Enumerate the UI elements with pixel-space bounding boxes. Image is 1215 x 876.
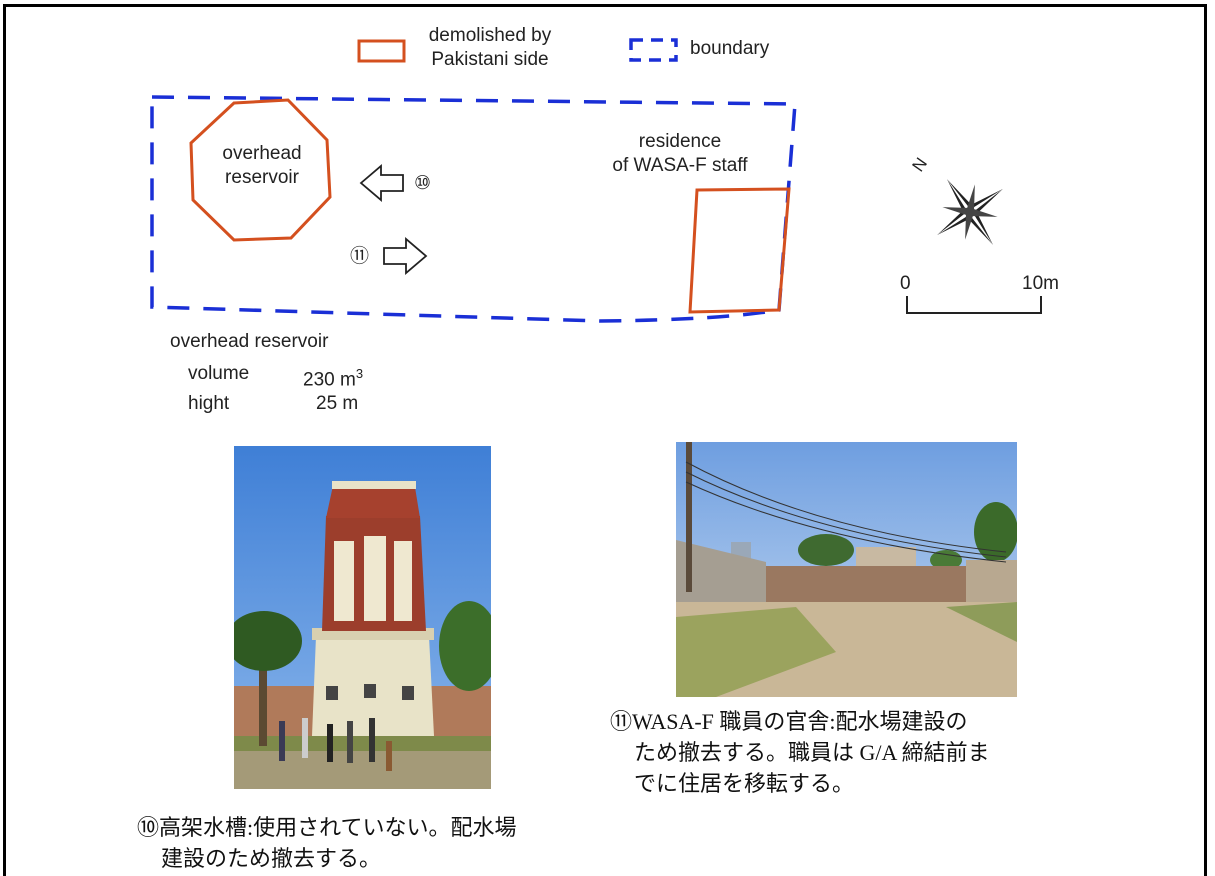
scale-start-label: 0 [900,273,911,294]
photo11-marker: ⑪ [350,246,370,267]
residence-label-line2: of WASA-F staff [612,155,748,176]
residence-rectangle [688,187,791,314]
reservoir-label: overhead reservoir [196,142,328,190]
specs-volume-value: 230 m3 [303,362,363,392]
legend-demolished-label: demolished by Pakistani side [410,24,570,72]
page-frame [3,4,1207,876]
legend-demolished-swatch [357,39,406,63]
residence-label: residence of WASA-F staff [580,130,780,178]
specs-volume-label: volume [188,363,250,384]
photo11-arrow-icon [383,237,428,275]
photo11-caption-line1: ⑪WASA-F 職員の官舎:配水場建設の [610,709,968,734]
legend-boundary-label: boundary [690,38,770,59]
photo11-cleared-lot-image [676,442,1017,697]
photo10-caption: ⑩高架水槽:使用されていない。配水場 建設のため撤去する。 [137,812,516,874]
water-tower-photo-icon [234,446,491,789]
photo10-arrow-icon [359,164,404,202]
photo11-caption-line2: ため撤去する。職員は G/A 締結前ま [634,740,990,765]
reservoir-label-line1: overhead [222,143,302,164]
legend-demolished-line2: Pakistani side [431,49,549,70]
scale-bar [906,296,1042,314]
specs-volume-superscript: 3 [355,366,364,381]
compass-rose-icon [937,179,1003,245]
legend-demolished-line1: demolished by [428,25,552,46]
site-boundary [150,95,797,323]
specs-height-label: hight [188,393,230,414]
photo10-caption-line2: 建設のため撤去する。 [161,846,382,871]
residence-label-line1: residence [638,131,722,152]
specs-volume-number: 230 m [303,369,356,391]
legend-boundary-swatch [629,38,678,62]
photo10-water-tower-image [234,446,491,789]
cleared-lot-photo-icon [676,442,1017,697]
specs-height-value: 25 m [316,393,359,414]
photo11-caption: ⑪WASA-F 職員の官舎:配水場建設の ため撤去する。職員は G/A 締結前ま… [610,706,990,799]
scale-end-label: 10m [1022,273,1059,294]
reservoir-label-line2: reservoir [225,167,299,188]
specs-title: overhead reservoir [170,331,329,352]
photo11-caption-line3: でに住居を移転する。 [634,771,855,796]
photo10-caption-line1: ⑩高架水槽:使用されていない。配水場 [137,815,517,840]
reservoir-octagon [189,98,332,242]
photo10-marker: ⑩ [414,173,432,194]
